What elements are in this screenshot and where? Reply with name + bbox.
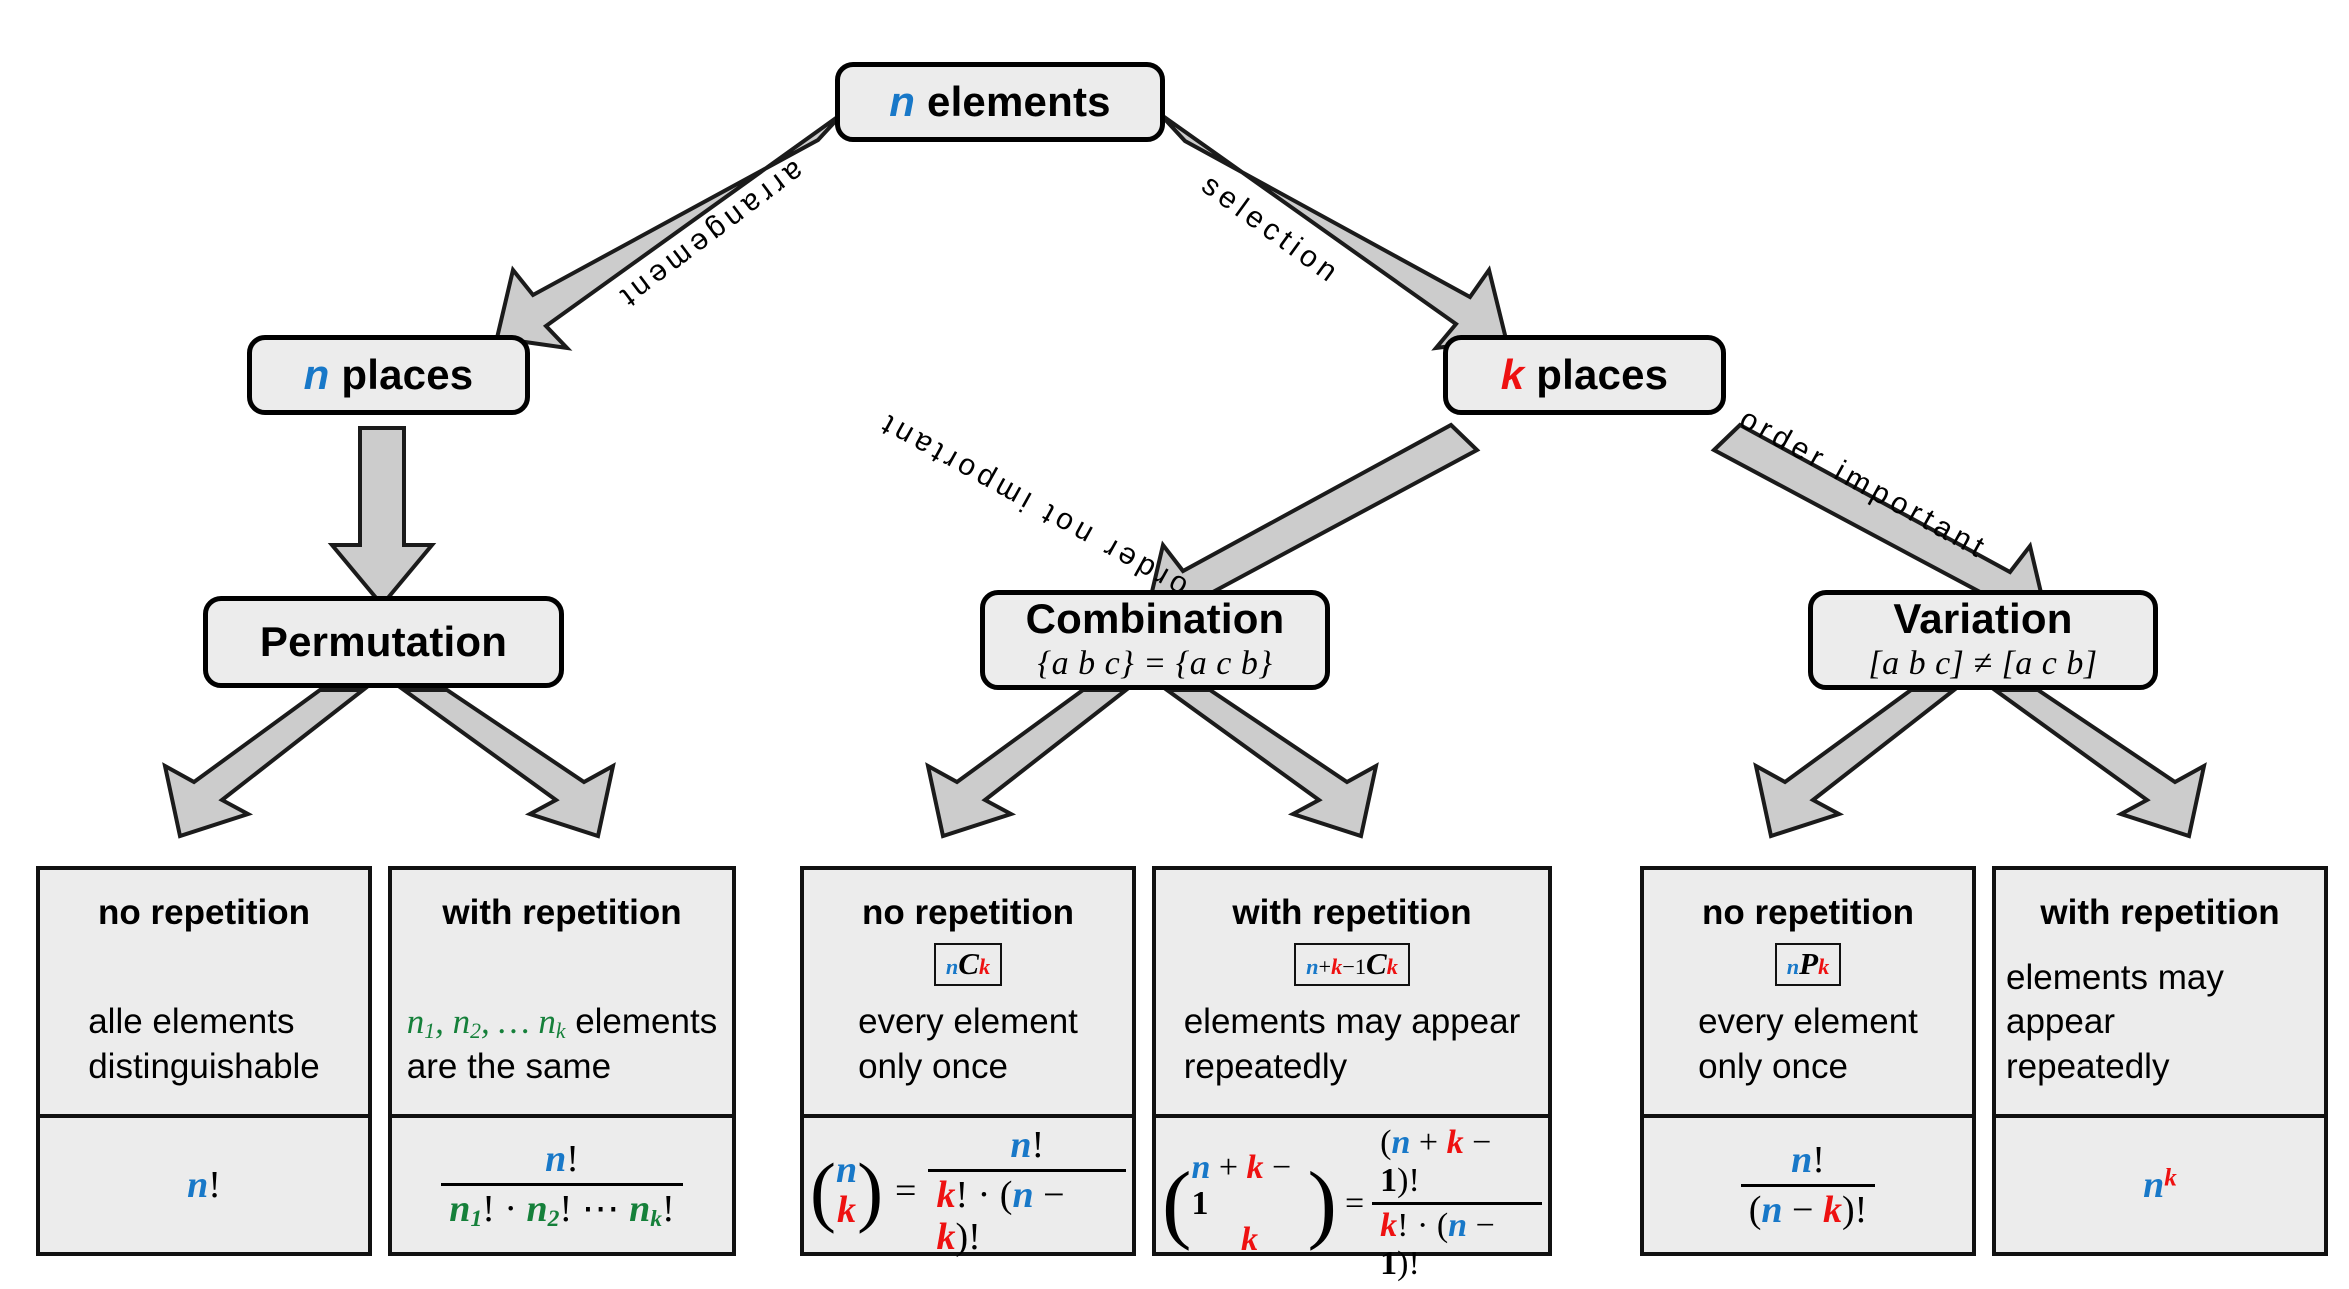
arrow-arrangement (494, 111, 845, 351)
card-description: elements may appear repeatedly (2006, 957, 2224, 1087)
card-formula: n! n1! · n2! ⋯ nk! (392, 1118, 732, 1252)
card-description: every element only once (1698, 1002, 1918, 1087)
card-symbol: nCk (933, 942, 1003, 986)
math-n: n (889, 77, 916, 125)
node-n-elements[interactable]: n elements (835, 62, 1165, 142)
node-combination-subtitle: {a b c} = {a c b} (1037, 645, 1273, 683)
node-permutation[interactable]: Permutation (203, 596, 564, 688)
node-variation[interactable]: Variation [a b c] ≠ [a c b] (1808, 590, 2158, 690)
node-combination[interactable]: Combination {a b c} = {a c b} (980, 590, 1330, 690)
card-heading: no repetition (98, 893, 310, 932)
card-top: with repetition elements may appear repe… (1996, 870, 2324, 1118)
card-description: n1, n2, … nk elements are the same (406, 1001, 718, 1087)
card-formula: n! (187, 1164, 221, 1206)
card-top: with repetition n1, n2, … nk elements ar… (392, 870, 732, 1118)
card-heading: with repetition (442, 893, 682, 932)
card-variation-no-repetition[interactable]: no repetition nPk every element only onc… (1640, 866, 1976, 1256)
card-formula: nk (2143, 1164, 2177, 1206)
card-top: with repetition n+k−1Ck elements may app… (1156, 870, 1548, 1118)
card-top: no repetition nCk every element only onc… (804, 870, 1132, 1118)
card-top: no repetition nPk every element only onc… (1644, 870, 1972, 1118)
math-k: k (1500, 350, 1525, 398)
card-top: no repetition alle elements distinguisha… (40, 870, 368, 1118)
node-k-places-text: places (1524, 350, 1669, 398)
node-n-elements-text: elements (915, 77, 1111, 125)
arrow-perm-no-repetition (162, 688, 369, 839)
card-heading: no repetition (862, 893, 1074, 932)
card-permutation-with-repetition[interactable]: with repetition n1, n2, … nk elements ar… (388, 866, 736, 1256)
arrow-perm-with-repetition (397, 688, 616, 839)
card-symbol: nPk (1774, 942, 1842, 986)
card-heading: with repetition (1232, 893, 1472, 932)
arrow-var-no-repetition (1753, 688, 1960, 839)
card-description: alle elements distinguishable (88, 1002, 320, 1087)
math-n: n (303, 350, 330, 398)
arrow-comb-no-repetition (925, 688, 1132, 839)
node-combination-title: Combination (1025, 594, 1285, 642)
node-n-places-text: places (329, 350, 474, 398)
node-n-places-title: n places (303, 350, 474, 398)
node-k-places[interactable]: k places (1443, 335, 1726, 415)
arrow-selection (1158, 112, 1509, 351)
card-combination-with-repetition[interactable]: with repetition n+k−1Ck elements may app… (1152, 866, 1552, 1282)
card-permutation-no-repetition[interactable]: no repetition alle elements distinguisha… (36, 866, 372, 1256)
node-permutation-title: Permutation (259, 617, 508, 665)
card-formula: ( n + k − 1 k ) = (n + k − 1)! k! · (n −… (1156, 1118, 1548, 1289)
card-heading: no repetition (1702, 893, 1914, 932)
card-heading: with repetition (2040, 893, 2280, 932)
card-description: elements may appear repeatedly (1183, 1002, 1521, 1087)
node-variation-subtitle: [a b c] ≠ [a c b] (1868, 645, 2098, 683)
card-combination-no-repetition[interactable]: no repetition nCk every element only onc… (800, 866, 1136, 1258)
node-variation-title: Variation (1893, 594, 2073, 642)
node-n-elements-title: n elements (889, 77, 1111, 125)
card-symbol: n+k−1Ck (1294, 942, 1410, 986)
card-description: every element only once (858, 1002, 1078, 1087)
arrow-var-with-repetition (1988, 688, 2207, 839)
card-formula: n! (n − k)! (1644, 1118, 1972, 1252)
node-k-places-title: k places (1500, 350, 1669, 398)
arrow-n-places-permutation (327, 426, 437, 609)
arrow-comb-with-repetition (1160, 688, 1379, 839)
card-variation-with-repetition[interactable]: with repetition elements may appear repe… (1992, 866, 2328, 1256)
node-n-places[interactable]: n places (247, 335, 530, 415)
